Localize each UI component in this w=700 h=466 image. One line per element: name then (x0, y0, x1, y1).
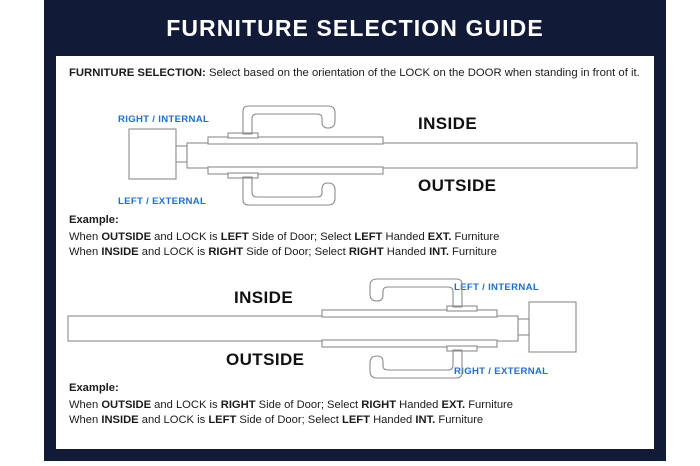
diagram-one-top-label: RIGHT / INTERNAL (118, 114, 209, 125)
diagram-one-bottom-label: LEFT / EXTERNAL (118, 196, 206, 207)
ex2l1-p4: Handed (396, 398, 442, 411)
example-one-line-2: When INSIDE and LOCK is RIGHT Side of Do… (69, 245, 649, 261)
lock-body-two (528, 301, 577, 353)
example-one-line-1: When OUTSIDE and LOCK is LEFT Side of Do… (69, 230, 649, 246)
example-one: Example: When OUTSIDE and LOCK is LEFT S… (69, 213, 649, 261)
guide-header: FURNITURE SELECTION GUIDE (44, 0, 666, 56)
door-leaf-one (186, 142, 638, 169)
ex2l1-b4: EXT. (441, 398, 466, 411)
door-diagram-right-svg: LEFT / INTERNAL RIGHT / EXTERNAL INSIDE … (67, 278, 577, 379)
diagram-two-bottom-label: RIGHT / EXTERNAL (454, 366, 548, 377)
backplate-bottom-two (321, 339, 498, 348)
diagram-two-inside-label: INSIDE (234, 288, 293, 307)
example-two: Example: When OUTSIDE and LOCK is RIGHT … (69, 381, 649, 429)
backplate-top-one (207, 136, 384, 145)
ex1l2-p3: Side of Door; Select (243, 246, 349, 258)
ex2l2-p4: Handed (369, 414, 416, 426)
intro-paragraph: FURNITURE SELECTION: Select based on the… (69, 66, 647, 81)
ex2l2-p2: and LOCK is (138, 414, 209, 426)
ex2l2-b3: LEFT (342, 414, 370, 426)
ex2l1-p5: Furniture (465, 398, 513, 411)
lever-handle-top-one (242, 105, 336, 135)
lock-latch-one (175, 145, 188, 163)
lever-handle-bottom-two (369, 349, 463, 379)
lever-handle-bottom-one (242, 176, 336, 206)
lock-body-one (128, 128, 177, 180)
ex1l1-b3: LEFT (354, 230, 383, 243)
ex2l1-b1: OUTSIDE (101, 398, 152, 411)
ex1l1-p2: and LOCK is (151, 230, 221, 243)
content-panel: FURNITURE SELECTION: Select based on the… (56, 56, 654, 449)
ex1l2-p4: Handed (383, 246, 430, 258)
ex1l2-p1: When (69, 246, 102, 258)
ex2l2-b2: LEFT (208, 414, 237, 426)
example-two-line-1: When OUTSIDE and LOCK is RIGHT Side of D… (69, 398, 649, 414)
door-diagram-left-svg: RIGHT / INTERNAL LEFT / EXTERNAL INSIDE … (118, 105, 638, 207)
backplate-bottom-one (207, 166, 384, 175)
ex2l2-p1: When (69, 414, 102, 426)
example-one-heading: Example: (69, 214, 119, 226)
ex1l1-b4: EXT. (427, 230, 452, 243)
diagram-one-inside-label: INSIDE (418, 114, 477, 133)
diagram-one: RIGHT / INTERNAL LEFT / EXTERNAL INSIDE … (56, 104, 654, 209)
ex2l2-p3: Side of Door; Select (236, 414, 342, 426)
door-leaf-two (67, 315, 519, 342)
intro-label: FURNITURE SELECTION: (69, 67, 206, 79)
ex1l1-p3: Side of Door; Select (248, 230, 355, 243)
ex1l2-b1: INSIDE (101, 246, 139, 258)
example-two-line-2: When INSIDE and LOCK is LEFT Side of Doo… (69, 413, 649, 429)
ex1l1-p4: Handed (382, 230, 428, 243)
ex1l2-p2: and LOCK is (138, 246, 209, 258)
intro-text: Select based on the orientation of the L… (208, 67, 640, 79)
lever-handle-top-two (369, 278, 463, 308)
ex1l2-b2: RIGHT (208, 246, 244, 258)
page-title: FURNITURE SELECTION GUIDE (166, 14, 544, 41)
diagram-one-outside-label: OUTSIDE (418, 176, 496, 195)
ex2l1-p3: Side of Door; Select (255, 398, 362, 411)
ex1l2-b3: RIGHT (348, 246, 384, 258)
ex1l2-p5: Furniture (448, 246, 497, 258)
ex2l1-b2: RIGHT (220, 398, 256, 411)
ex2l1-b3: RIGHT (361, 398, 397, 411)
ex2l1-p1: When (69, 398, 102, 411)
guide-frame: FURNITURE SELECTION GUIDE FURNITURE SELE… (44, 0, 666, 461)
diagram-two-outside-label: OUTSIDE (226, 350, 304, 369)
ex2l1-p2: and LOCK is (151, 398, 221, 411)
lock-latch-two (517, 318, 530, 336)
diagram-two-top-label: LEFT / INTERNAL (454, 282, 539, 293)
ex2l2-p5: Furniture (435, 414, 484, 426)
ex2l2-b1: INSIDE (101, 414, 139, 426)
diagram-two: LEFT / INTERNAL RIGHT / EXTERNAL INSIDE … (56, 270, 654, 380)
ex1l1-b1: OUTSIDE (101, 230, 152, 243)
ex1l1-b2: LEFT (220, 230, 249, 243)
ex2l2-b4: INT. (415, 414, 436, 426)
ex1l1-p1: When (69, 230, 102, 243)
example-two-heading: Example: (69, 382, 119, 394)
backplate-top-two (321, 309, 498, 318)
ex1l2-b4: INT. (429, 246, 449, 258)
ex1l1-p5: Furniture (451, 230, 500, 243)
